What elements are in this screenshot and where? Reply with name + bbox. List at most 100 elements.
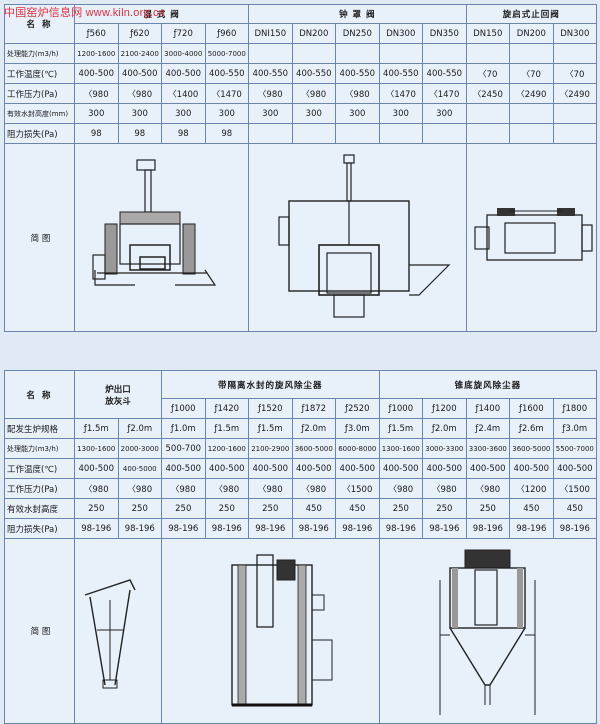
cell: 400-500 (335, 458, 380, 479)
model-header-7: ƒ1000 (378, 398, 424, 419)
cell: 250 (465, 498, 511, 519)
cell (509, 43, 554, 64)
row-label: 工作温度(℃) (4, 63, 75, 84)
cell: 〈980 (117, 83, 162, 104)
cell: 400-5000 (117, 458, 163, 479)
cell (291, 123, 337, 144)
group-header-bell-valve: 钟 罩 阀 (248, 4, 467, 24)
bell-valve-diagram-cell (248, 143, 467, 332)
cell: 〈1470 (422, 83, 467, 104)
cell: 5000-7000 (204, 43, 250, 64)
cell: 400-500 (161, 458, 206, 479)
cell: 2000-3000 (117, 438, 163, 459)
cell: 300 (117, 103, 162, 124)
model-header-0: ƒ560 (74, 23, 119, 44)
cell: 98-196 (422, 518, 467, 539)
cell: 〈70 (552, 63, 598, 84)
cell: ƒ2.0m (291, 418, 337, 439)
cell: 98-196 (74, 518, 119, 539)
model-header-2: ƒ1000 (161, 398, 206, 419)
ash-hopper-diagram (84, 578, 136, 688)
cell: 300 (74, 103, 119, 124)
cell (552, 43, 598, 64)
cell: 3000-3300 (422, 438, 467, 459)
cell (335, 123, 380, 144)
row-label: 有效水封高度 (4, 498, 75, 519)
cell: 400-500 (117, 63, 162, 84)
cell: 1300-1600 (74, 438, 119, 459)
diagram-label-2: 简 图 (4, 538, 75, 724)
cell: 98-196 (117, 518, 163, 539)
cell: 〈1500 (335, 478, 380, 499)
row-label: 阻力损失(Pa) (4, 518, 75, 539)
cell: 400-500 (74, 63, 119, 84)
cell: 1200-1600 (204, 438, 250, 459)
wet-valve-diagram (92, 158, 217, 286)
water-seal-cyclone-diagram-cell (161, 538, 380, 724)
cell (248, 43, 293, 64)
ash-hopper-diagram-cell (73, 538, 163, 724)
cell: 450 (552, 498, 598, 519)
cell: 450 (335, 498, 380, 519)
cell: 1200-1600 (74, 43, 119, 64)
water-seal-cyclone-diagram (231, 553, 333, 706)
model-header-6: DN250 (335, 23, 380, 44)
row-label: 工作压力(Pa) (4, 83, 75, 104)
cell: 98-196 (465, 518, 511, 539)
cell: 400-500 (465, 458, 511, 479)
cell: 300 (161, 103, 206, 124)
cell: 〈980 (422, 478, 467, 499)
cell: 〈2490 (552, 83, 598, 104)
group-header-cone-bottom-cyclone: 锥底旋风除尘器 (378, 370, 598, 399)
cell: ƒ1.5m (204, 418, 250, 439)
cell: 3600-5000 (509, 438, 554, 459)
cell: 450 (291, 498, 337, 519)
cell (465, 123, 511, 144)
model-header-1: ƒ620 (117, 23, 162, 44)
cell: 250 (117, 498, 163, 519)
cell: 98-196 (291, 518, 337, 539)
cell (465, 43, 511, 64)
cell: 250 (161, 498, 206, 519)
cell: 300 (378, 103, 424, 124)
row-label: 处理能力(m3/h) (4, 43, 75, 64)
cell: 〈1470 (378, 83, 424, 104)
cell: ƒ2.0m (117, 418, 163, 439)
bell-valve-diagram (278, 153, 451, 318)
table-row: 工作压力(Pa)〈980〈980〈980〈980〈980〈980〈1500〈98… (4, 478, 598, 499)
cell: 400-500 (552, 458, 598, 479)
model-header-2: ƒ720 (161, 23, 206, 44)
model-header-4: DNI150 (248, 23, 293, 44)
cell: ƒ2.0m (422, 418, 467, 439)
cell: 98-196 (248, 518, 293, 539)
model-header-8: ƒ1200 (422, 398, 467, 419)
cell (378, 43, 424, 64)
cell: 〈980 (291, 83, 337, 104)
cell: 〈980 (248, 83, 293, 104)
cell: 400-500 (74, 458, 119, 479)
model-header-11: ƒ1800 (552, 398, 598, 419)
cell (552, 103, 598, 124)
cell: 〈1200 (509, 478, 554, 499)
cell: 〈980 (74, 83, 119, 104)
cell: 400-500 (509, 458, 554, 479)
table-row: 工作压力(Pa)〈980〈980〈1400〈1470〈980〈980〈980〈1… (4, 83, 598, 104)
model-header-9: DN150 (465, 23, 511, 44)
group-header-swing-check-valve: 旋启式止回阀 (465, 4, 598, 24)
cell: 3600-5000 (291, 438, 337, 459)
cell: 〈980 (248, 478, 293, 499)
model-header-10: DN200 (509, 23, 554, 44)
row-label: 配发生炉规格 (4, 418, 75, 439)
cell: 300 (248, 103, 293, 124)
name-header-2: 名 称 (4, 370, 75, 419)
row-label: 有效水封高度(mm) (4, 103, 75, 124)
model-header-5: DN200 (291, 23, 337, 44)
cell: 〈980 (465, 478, 511, 499)
cell: 〈980 (291, 478, 337, 499)
